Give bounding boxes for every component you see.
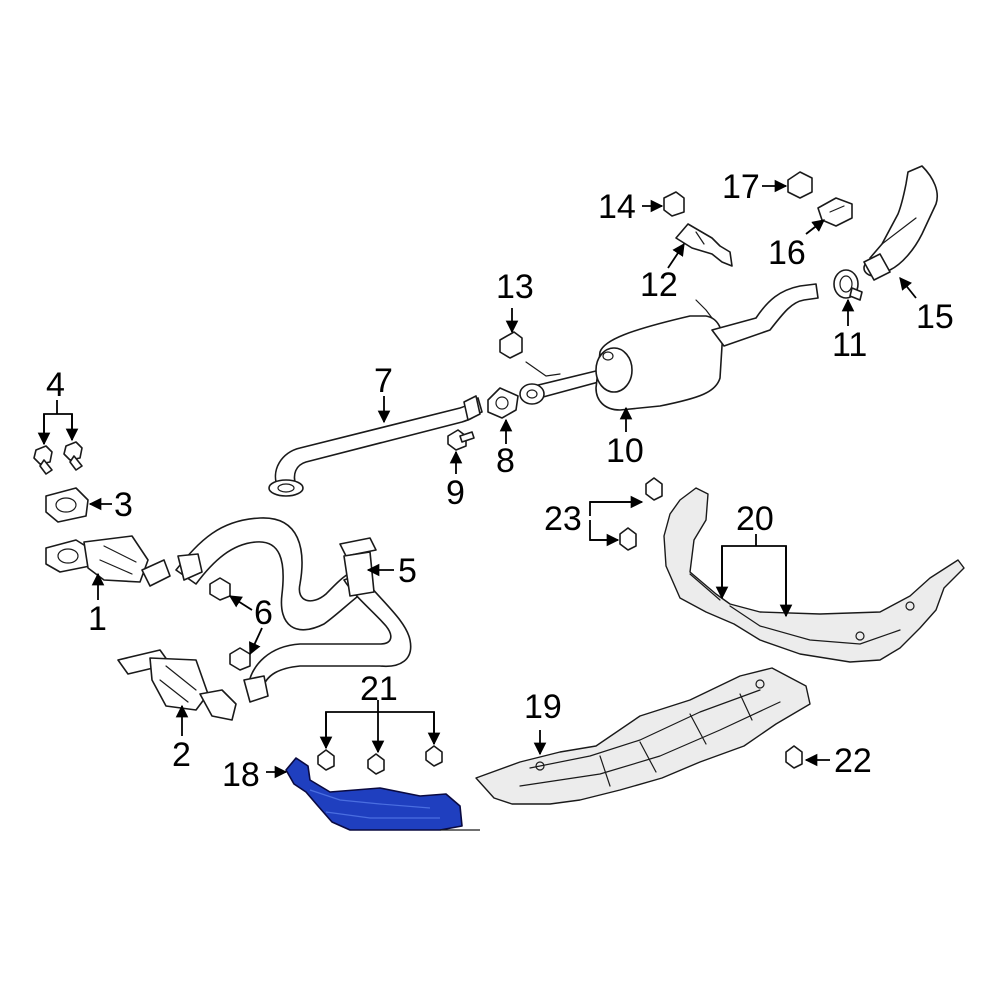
part-15-tail-pipe[interactable] [863,165,938,281]
part-6-nuts[interactable] [209,577,251,671]
callout-9: 9 [446,474,465,512]
callout-16: 16 [768,234,806,272]
callout-18: 18 [222,756,260,794]
part-23-bolts[interactable] [619,477,663,551]
part-11-clamp[interactable] [833,269,863,301]
callout-23: 23 [544,500,582,538]
callout-21: 21 [360,670,398,708]
callout-2: 2 [172,736,191,774]
part-10-muffler[interactable] [519,283,819,411]
part-3-gasket[interactable] [45,487,89,523]
part-4-studs[interactable] [33,441,83,475]
callout-6: 6 [254,594,273,632]
callout-labels: 1 2 3 4 5 6 7 8 9 10 11 12 13 14 15 16 1… [46,168,954,794]
callout-11: 11 [832,326,867,364]
callout-5: 5 [398,552,417,590]
part-20-heat-shield[interactable] [663,487,965,663]
part-22-bolt[interactable] [785,745,803,769]
part-14-insulator[interactable] [663,191,685,217]
part-19-underbody-shield[interactable] [475,667,811,805]
callout-14: 14 [598,188,636,226]
part-17-insulator[interactable] [787,171,813,199]
part-18-heat-shield[interactable] [285,757,480,831]
part-2-converter[interactable] [117,649,237,721]
part-9-bolt[interactable] [447,429,475,451]
part-21-bolts[interactable] [317,745,443,775]
part-12-bracket[interactable] [675,223,733,267]
callout-8: 8 [496,442,515,480]
leader-lines [37,179,917,779]
callout-7: 7 [374,362,393,400]
callout-17: 17 [722,168,760,206]
part-1-converter[interactable] [45,535,171,587]
callout-22: 22 [834,742,872,780]
callout-12: 12 [640,266,678,304]
callout-15: 15 [916,298,954,336]
part-8-gasket[interactable] [487,387,519,419]
part-5-y-pipe[interactable] [175,517,412,703]
callout-19: 19 [524,688,562,726]
callout-10: 10 [606,432,644,470]
part-13-insulator[interactable] [499,331,523,359]
part-7-front-pipe[interactable] [268,395,483,497]
callout-3: 3 [114,486,133,524]
callout-4: 4 [46,366,65,404]
callout-1: 1 [88,600,107,638]
callout-13: 13 [496,268,534,306]
callout-20: 20 [736,500,774,538]
